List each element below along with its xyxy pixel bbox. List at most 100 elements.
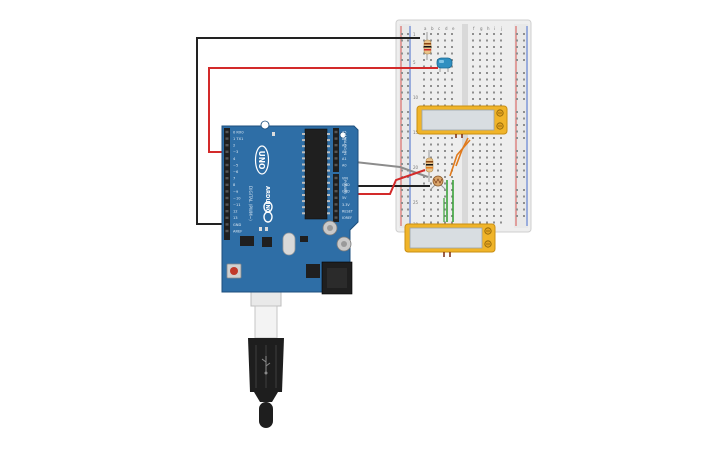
- breadboard-hole[interactable]: [444, 39, 446, 42]
- breadboard-hole[interactable]: [516, 52, 518, 55]
- breadboard-hole[interactable]: [430, 143, 432, 146]
- breadboard-hole[interactable]: [523, 117, 525, 120]
- breadboard-hole[interactable]: [430, 98, 432, 100]
- breadboard-hole[interactable]: [516, 130, 518, 133]
- breadboard-hole[interactable]: [444, 182, 446, 185]
- breadboard-hole[interactable]: [437, 143, 439, 146]
- breadboard-hole[interactable]: [486, 85, 488, 87]
- breadboard-hole[interactable]: [407, 39, 409, 42]
- breadboard-hole[interactable]: [500, 215, 502, 217]
- breadboard-hole[interactable]: [444, 221, 446, 224]
- wire-red-led[interactable]: [208, 67, 438, 153]
- digital-pin[interactable]: [225, 183, 229, 186]
- breadboard-hole[interactable]: [493, 150, 495, 152]
- breadboard-hole[interactable]: [407, 176, 409, 178]
- wire-orange-2[interactable]: [449, 139, 471, 177]
- photoresistor[interactable]: [429, 175, 447, 191]
- breadboard-hole[interactable]: [500, 98, 502, 100]
- breadboard-hole[interactable]: [407, 117, 409, 120]
- breadboard-hole[interactable]: [407, 98, 409, 100]
- breadboard-hole[interactable]: [472, 156, 474, 159]
- breadboard-hole[interactable]: [523, 59, 525, 61]
- breadboard-hole[interactable]: [423, 78, 425, 81]
- breadboard-hole[interactable]: [430, 215, 432, 217]
- breadboard-hole[interactable]: [493, 143, 495, 146]
- breadboard-hole[interactable]: [516, 111, 518, 113]
- breadboard-hole[interactable]: [486, 137, 488, 139]
- breadboard-hole[interactable]: [486, 33, 488, 35]
- analog-pin[interactable]: [334, 144, 338, 147]
- breadboard-hole[interactable]: [407, 72, 409, 74]
- breadboard-hole[interactable]: [523, 137, 525, 139]
- breadboard-hole[interactable]: [472, 78, 474, 81]
- digital-pin[interactable]: [225, 190, 229, 193]
- breadboard-hole[interactable]: [430, 221, 432, 224]
- breadboard-hole[interactable]: [486, 78, 488, 81]
- breadboard-hole[interactable]: [430, 78, 432, 81]
- breadboard-hole[interactable]: [407, 91, 409, 94]
- breadboard-hole[interactable]: [523, 124, 525, 126]
- breadboard-hole[interactable]: [407, 202, 409, 204]
- breadboard-hole[interactable]: [451, 215, 453, 217]
- breadboard-hole[interactable]: [407, 78, 409, 81]
- breadboard-hole[interactable]: [493, 215, 495, 217]
- digital-pin[interactable]: [225, 210, 229, 213]
- breadboard-hole[interactable]: [407, 46, 409, 48]
- breadboard-hole[interactable]: [486, 202, 488, 204]
- breadboard-hole[interactable]: [516, 169, 518, 172]
- breadboard-hole[interactable]: [401, 78, 403, 81]
- breadboard-hole[interactable]: [437, 91, 439, 94]
- breadboard-hole[interactable]: [444, 46, 446, 48]
- breadboard-hole[interactable]: [479, 59, 481, 61]
- breadboard-hole[interactable]: [493, 91, 495, 94]
- breadboard-hole[interactable]: [516, 39, 518, 42]
- breadboard-hole[interactable]: [516, 189, 518, 191]
- breadboard-hole[interactable]: [500, 202, 502, 204]
- breadboard-hole[interactable]: [486, 221, 488, 224]
- resistor-lower[interactable]: [425, 150, 434, 182]
- breadboard-hole[interactable]: [479, 150, 481, 152]
- breadboard-hole[interactable]: [486, 182, 488, 185]
- breadboard-hole[interactable]: [486, 52, 488, 55]
- breadboard-hole[interactable]: [516, 124, 518, 126]
- breadboard-hole[interactable]: [437, 189, 439, 191]
- digital-pin[interactable]: [225, 137, 229, 140]
- breadboard-hole[interactable]: [401, 98, 403, 100]
- breadboard-hole[interactable]: [437, 52, 439, 55]
- breadboard-hole[interactable]: [500, 85, 502, 87]
- breadboard-hole[interactable]: [523, 169, 525, 172]
- breadboard-hole[interactable]: [401, 163, 403, 165]
- breadboard-hole[interactable]: [407, 111, 409, 113]
- breadboard-hole[interactable]: [401, 46, 403, 48]
- breadboard-hole[interactable]: [444, 33, 446, 35]
- breadboard-hole[interactable]: [500, 156, 502, 159]
- breadboard-hole[interactable]: [516, 150, 518, 152]
- breadboard-hole[interactable]: [479, 137, 481, 139]
- breadboard-hole[interactable]: [523, 189, 525, 191]
- digital-pin[interactable]: [225, 163, 229, 167]
- breadboard-hole[interactable]: [423, 52, 425, 55]
- breadboard-hole[interactable]: [423, 163, 425, 165]
- power-pin[interactable]: [334, 196, 338, 199]
- breadboard-hole[interactable]: [401, 33, 403, 35]
- breadboard-hole[interactable]: [407, 195, 409, 198]
- breadboard-hole[interactable]: [472, 65, 474, 68]
- power-pin[interactable]: [334, 203, 338, 206]
- breadboard-hole[interactable]: [437, 78, 439, 81]
- breadboard-hole[interactable]: [523, 163, 525, 165]
- breadboard-hole[interactable]: [479, 78, 481, 81]
- breadboard-hole[interactable]: [407, 163, 409, 165]
- breadboard-hole[interactable]: [451, 72, 453, 74]
- breadboard-hole[interactable]: [523, 46, 525, 48]
- breadboard-hole[interactable]: [444, 137, 446, 139]
- breadboard-hole[interactable]: [500, 143, 502, 146]
- breadboard-hole[interactable]: [486, 176, 488, 178]
- breadboard-hole[interactable]: [451, 182, 453, 185]
- breadboard-hole[interactable]: [486, 143, 488, 146]
- breadboard-hole[interactable]: [479, 39, 481, 42]
- breadboard-hole[interactable]: [486, 91, 488, 94]
- breadboard-hole[interactable]: [444, 72, 446, 74]
- digital-pin[interactable]: [225, 229, 229, 233]
- breadboard-hole[interactable]: [523, 150, 525, 152]
- breadboard-hole[interactable]: [444, 98, 446, 100]
